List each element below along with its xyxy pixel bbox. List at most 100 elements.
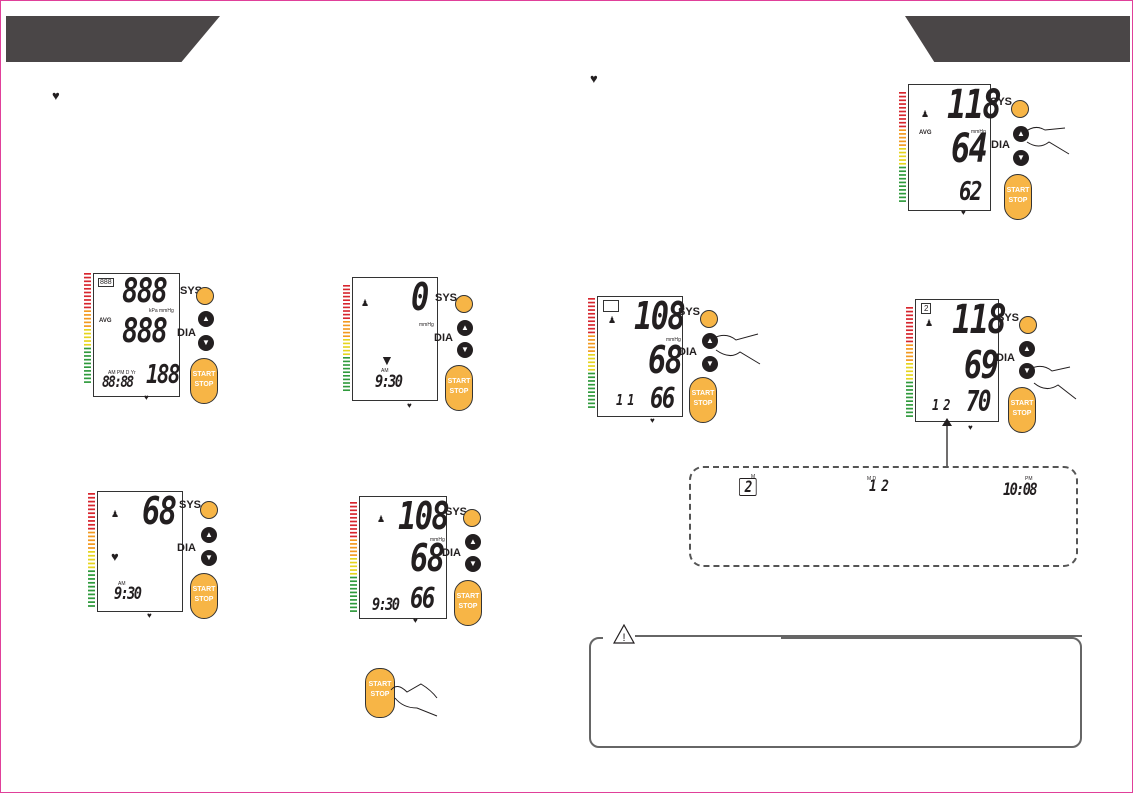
- bp-color-scale: [899, 92, 906, 202]
- unit-label: kPa mmHg: [149, 308, 174, 314]
- dia-reading: 69: [964, 343, 999, 387]
- memory-number: 2: [921, 303, 932, 314]
- dia-reading: 888: [122, 311, 168, 351]
- dia-label: DIA: [177, 542, 196, 554]
- warning-box: [589, 637, 1082, 748]
- down-arrow-button[interactable]: ▼: [457, 342, 473, 358]
- memory-button[interactable]: [200, 501, 218, 519]
- up-arrow-button[interactable]: ▲: [465, 534, 481, 550]
- bp-color-scale: [84, 273, 91, 383]
- monitor-all-segments: 888 888 kPa mmHg AVG 888 AM PM D Yr 88:8…: [84, 273, 224, 404]
- memory-button[interactable]: [700, 310, 718, 328]
- down-arrow-button[interactable]: ▼: [201, 550, 217, 566]
- unit-label: mmHg: [430, 537, 445, 543]
- pulse-reading: 66: [410, 582, 435, 615]
- ampm-flag: AM: [118, 581, 126, 587]
- up-arrow-button[interactable]: ▲: [1013, 126, 1029, 142]
- user-icon: ♟: [608, 315, 617, 325]
- finger-press-icon: [714, 333, 761, 365]
- sys-label: SYS: [990, 96, 1013, 108]
- pulse-reading: 62: [959, 177, 982, 207]
- memory-button[interactable]: [196, 287, 214, 305]
- up-arrow-button[interactable]: ▲: [702, 333, 718, 349]
- dia-label: DIA: [678, 346, 697, 358]
- down-arrow-button[interactable]: ▼: [198, 335, 214, 351]
- down-arrow-button[interactable]: ▼: [1019, 363, 1035, 379]
- up-arrow-button[interactable]: ▲: [457, 320, 473, 336]
- heart-icon: ♥: [413, 616, 418, 625]
- monitor-result: ♟ 108 mmHg 68 9:30 66 ♥ SYS ▲ DIA ▼ STAR…: [350, 496, 490, 626]
- finger-press-icon: [390, 683, 438, 717]
- pulse-reading: 188: [146, 360, 180, 390]
- sys-reading: 888: [122, 271, 168, 311]
- time-reading: 10:08: [1003, 480, 1038, 500]
- lcd-screen: 2 ♟ 118 69 1 2 70: [915, 299, 1007, 422]
- finger-press-icon: [1025, 126, 1070, 155]
- svg-text:!: !: [622, 632, 625, 644]
- memory-button[interactable]: [455, 295, 473, 313]
- heart-icon: ♥: [590, 71, 598, 86]
- down-arrow-button[interactable]: ▼: [1013, 150, 1029, 166]
- memory-button[interactable]: [463, 509, 481, 527]
- lcd-screen: 888 888 kPa mmHg AVG 888 AM PM D Yr 88:8…: [93, 273, 180, 397]
- heart-icon: ♥: [144, 393, 149, 402]
- up-arrow-button[interactable]: ▲: [198, 311, 214, 327]
- sys-label: SYS: [179, 499, 202, 511]
- finger-press-icon: [1030, 365, 1077, 400]
- sys-reading: 118: [947, 82, 1002, 128]
- time-reading: 88:88: [102, 372, 134, 391]
- user-icon: ♟: [111, 509, 120, 519]
- pulse-reading: 66: [650, 382, 675, 415]
- sys-reading: 118: [952, 297, 1007, 343]
- memory-legend-box: M 2 M D 1 2 PM 10:08: [689, 466, 1078, 567]
- memory-button[interactable]: [1019, 316, 1037, 334]
- up-arrow-button[interactable]: ▲: [1019, 341, 1035, 357]
- warning-header-rule: [635, 635, 781, 637]
- up-arrow-button[interactable]: ▲: [201, 527, 217, 543]
- time-reading: 9:30: [375, 372, 403, 392]
- memory-number: 888: [98, 278, 114, 287]
- sys-reading: 68: [142, 489, 177, 533]
- ampm-flag: PM: [1025, 476, 1033, 482]
- callout-arrow: [942, 418, 952, 466]
- memory-button[interactable]: [1011, 100, 1029, 118]
- bp-color-scale: [906, 307, 913, 417]
- heart-icon: ♥: [52, 88, 60, 103]
- sys-reading: 108: [634, 294, 686, 338]
- heart-icon: ♥: [147, 611, 152, 620]
- dia-reading: 68: [410, 536, 445, 580]
- pulse-heart-icon: ♥: [111, 549, 119, 564]
- date-reading: 1 1: [616, 391, 634, 409]
- sys-reading: 108: [398, 494, 450, 538]
- bp-color-scale: [343, 285, 350, 392]
- monitor-average-result: ♟ AVG 118 mmHg 64 62 ♥ SYS ▲ DIA ▼ START…: [899, 84, 1079, 224]
- user-icon: ♟: [361, 298, 370, 308]
- monitor-memory-1: ♟ 108 mmHg 68 1 1 66 ♥ SYS ▲ DIA ▼ START…: [588, 296, 768, 431]
- warning-header: !: [603, 624, 781, 644]
- date-reading: 1 2: [932, 396, 950, 414]
- dia-label: DIA: [991, 139, 1010, 151]
- warning-icon: !: [613, 624, 635, 644]
- date-flags: M D: [867, 476, 877, 482]
- down-arrow-button[interactable]: ▼: [702, 356, 718, 372]
- time-reading: 9:30: [372, 595, 400, 615]
- down-arrow-button[interactable]: ▼: [465, 556, 481, 572]
- right-section-banner: [905, 16, 1130, 62]
- heart-icon: ♥: [961, 208, 966, 217]
- sys-reading: 0: [411, 275, 429, 319]
- user-icon: ♟: [377, 514, 386, 524]
- bp-color-scale: [350, 502, 357, 612]
- date-reading: 1 2: [869, 476, 889, 495]
- sys-label: SYS: [997, 312, 1020, 324]
- lcd-screen: ♟ 108 mmHg 68 9:30 66: [359, 494, 450, 619]
